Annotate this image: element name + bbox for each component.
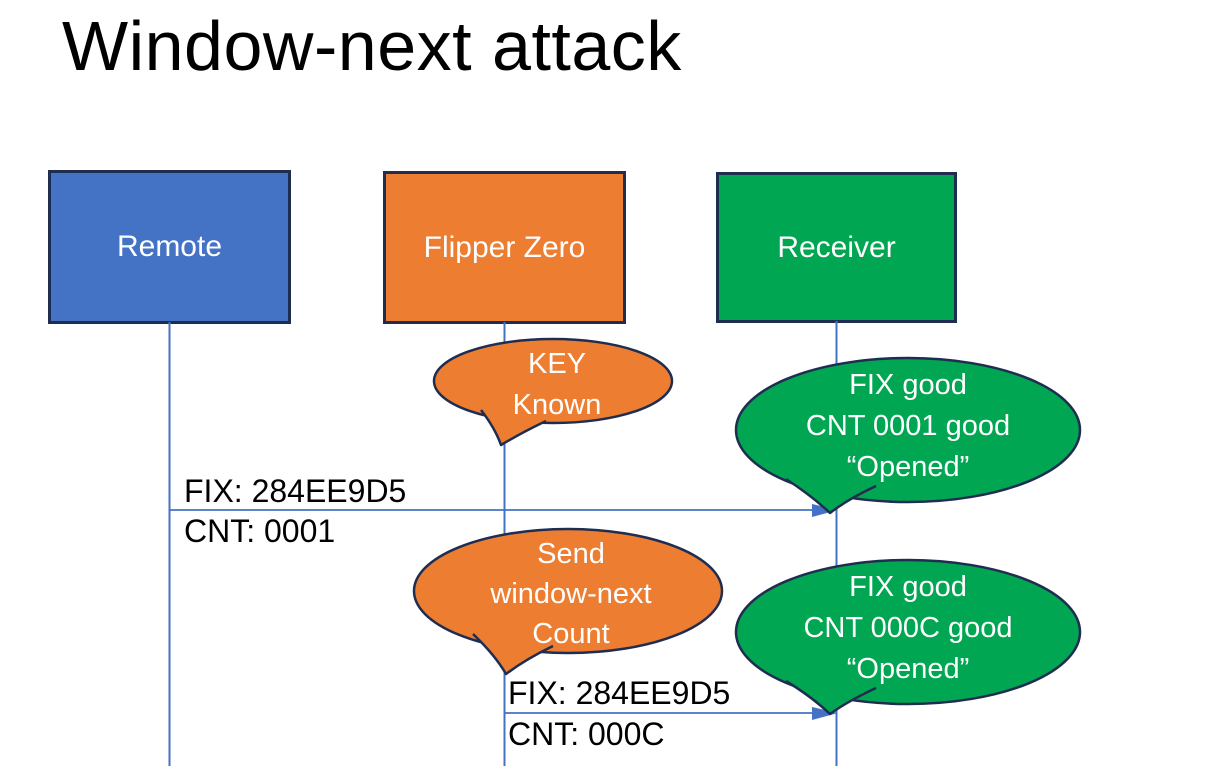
speech-bubble: [432, 337, 674, 425]
message-label-fix: FIX: 284EE9D5: [508, 675, 730, 711]
actor-label-flipper-zero: Flipper Zero: [423, 230, 586, 264]
speech-bubble-tail: [785, 679, 877, 716]
callout-send-window-next: Send window-next Count: [412, 527, 724, 676]
speech-bubble-tail: [480, 409, 547, 447]
speech-bubble-tail: [785, 477, 877, 515]
speech-bubble: [734, 356, 1082, 504]
message-label-fix: FIX: 284EE9D5: [184, 473, 406, 509]
callout-line: FIX good: [849, 369, 967, 401]
speech-bubble: [412, 527, 724, 655]
callout-line: FIX good: [849, 571, 967, 603]
actor-box-remote: Remote: [48, 170, 291, 324]
callout-opened-2: FIX good CNT 000C good “Opened”: [734, 558, 1082, 716]
page-title: Window-next attack: [62, 7, 682, 85]
callout-key-known: KEY Known: [432, 337, 674, 447]
callout-line: Known: [513, 389, 602, 421]
callout-line: CNT 0001 good: [806, 410, 1010, 442]
message-label-cnt: CNT: 0001: [184, 513, 335, 549]
callout-line: Count: [532, 618, 609, 650]
message-flipper-to-receiver: FIX: 284EE9D5 CNT: 000C: [505, 675, 838, 752]
actor-label-remote: Remote: [116, 230, 223, 263]
speech-bubble: [734, 558, 1082, 706]
actor-box-flipper-zero: Flipper Zero: [383, 171, 626, 324]
callout-line: KEY: [528, 348, 586, 380]
callout-opened-1: FIX good CNT 0001 good “Opened”: [734, 356, 1082, 515]
arrowhead-icon: [812, 707, 838, 720]
message-remote-to-receiver: FIX: 284EE9D5 CNT: 0001: [170, 473, 838, 549]
callout-line: Send: [537, 538, 605, 570]
callout-line: “Opened”: [847, 451, 970, 483]
actor-label-receiver: Receiver: [777, 230, 896, 264]
speech-bubble-tail: [472, 633, 554, 676]
callout-line: window-next: [489, 578, 651, 610]
callout-line: “Opened”: [847, 653, 970, 685]
callout-line: CNT 000C good: [803, 612, 1012, 644]
arrowhead-icon: [812, 504, 838, 517]
message-label-cnt: CNT: 000C: [508, 716, 665, 752]
